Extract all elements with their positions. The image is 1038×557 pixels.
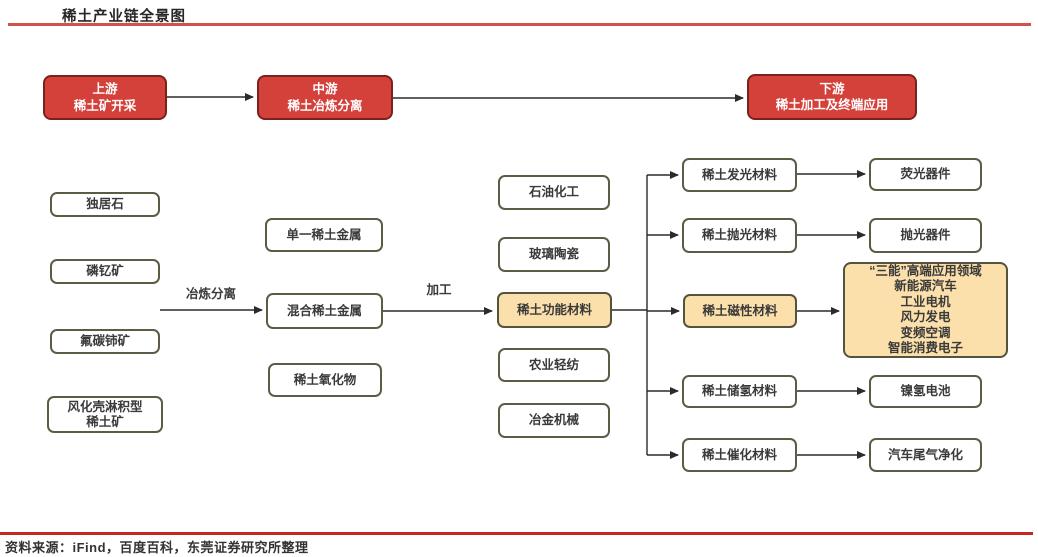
magnet-application-item: 新能源汽车 xyxy=(894,279,957,293)
stage-midstream: 中游 稀土冶炼分离 xyxy=(257,75,393,120)
node-rare-earth-functional-materials: 稀土功能材料 xyxy=(497,292,612,328)
stage-downstream-desc: 稀土加工及终端应用 xyxy=(775,98,889,112)
stage-upstream-name: 上游 xyxy=(92,82,118,97)
magnet-application-item: 风力发电 xyxy=(900,310,951,324)
node-xenotime: 磷钇矿 xyxy=(50,259,160,284)
node-fluorescent-devices: 荧光器件 xyxy=(869,158,982,191)
node-magnet-application-areas: “三能”高端应用领域 新能源汽车 工业电机 风力发电 变频空调 智能消费电子 xyxy=(843,262,1008,358)
flow-label-smelting-separation: 冶炼分离 xyxy=(185,287,236,301)
node-luminescent-material: 稀土发光材料 xyxy=(682,158,797,192)
stage-upstream: 上游 稀土矿开采 xyxy=(43,75,167,120)
node-hydrogen-storage-material: 稀土储氢材料 xyxy=(682,375,797,408)
magnet-applications-title: “三能”高端应用领域 xyxy=(869,263,982,278)
magnet-application-item: 智能消费电子 xyxy=(887,341,963,355)
node-ion-adsorption-ore: 风化壳淋积型 稀土矿 xyxy=(47,396,163,433)
node-single-rare-earth-metal: 单一稀土金属 xyxy=(265,218,383,252)
flow-label-processing: 加工 xyxy=(426,283,452,297)
node-agriculture-textile: 农业轻纺 xyxy=(498,348,610,382)
stage-downstream-name: 下游 xyxy=(819,81,845,96)
node-polishing-material: 稀土抛光材料 xyxy=(682,218,797,253)
node-auto-exhaust-purification: 汽车尾气净化 xyxy=(869,438,982,472)
node-nimh-battery: 镍氢电池 xyxy=(869,375,982,408)
node-magnetic-material: 稀土磁性材料 xyxy=(683,294,797,328)
node-petrochemical: 石油化工 xyxy=(498,175,610,210)
node-mixed-rare-earth-metal: 混合稀土金属 xyxy=(266,293,383,329)
page-title: 稀土产业链全景图 xyxy=(62,9,186,25)
node-rare-earth-oxide: 稀土氧化物 xyxy=(268,363,382,397)
node-metallurgy-machinery: 冶金机械 xyxy=(498,403,610,438)
source-divider-rule xyxy=(0,532,1033,535)
magnet-application-item: 工业电机 xyxy=(900,294,951,309)
node-catalytic-material: 稀土催化材料 xyxy=(682,438,797,472)
node-polishing-devices: 抛光器件 xyxy=(869,218,982,253)
stage-midstream-desc: 稀土冶炼分离 xyxy=(287,98,363,113)
node-glass-ceramics: 玻璃陶瓷 xyxy=(498,237,610,272)
stage-midstream-name: 中游 xyxy=(312,82,338,97)
stage-downstream: 下游 稀土加工及终端应用 xyxy=(747,74,917,120)
title-divider-rule xyxy=(8,23,1031,26)
stage-upstream-desc: 稀土矿开采 xyxy=(73,98,137,113)
node-bastnaesite: 氟碳铈矿 xyxy=(50,329,160,354)
source-attribution: 资料来源：iFind，百度百科，东莞证券研究所整理 xyxy=(5,540,309,555)
node-ion-adsorption-ore-line2: 稀土矿 xyxy=(86,414,124,429)
node-monazite: 独居石 xyxy=(50,192,160,217)
magnet-application-item: 变频空调 xyxy=(900,325,951,340)
node-ion-adsorption-ore-line1: 风化壳淋积型 xyxy=(67,399,143,414)
